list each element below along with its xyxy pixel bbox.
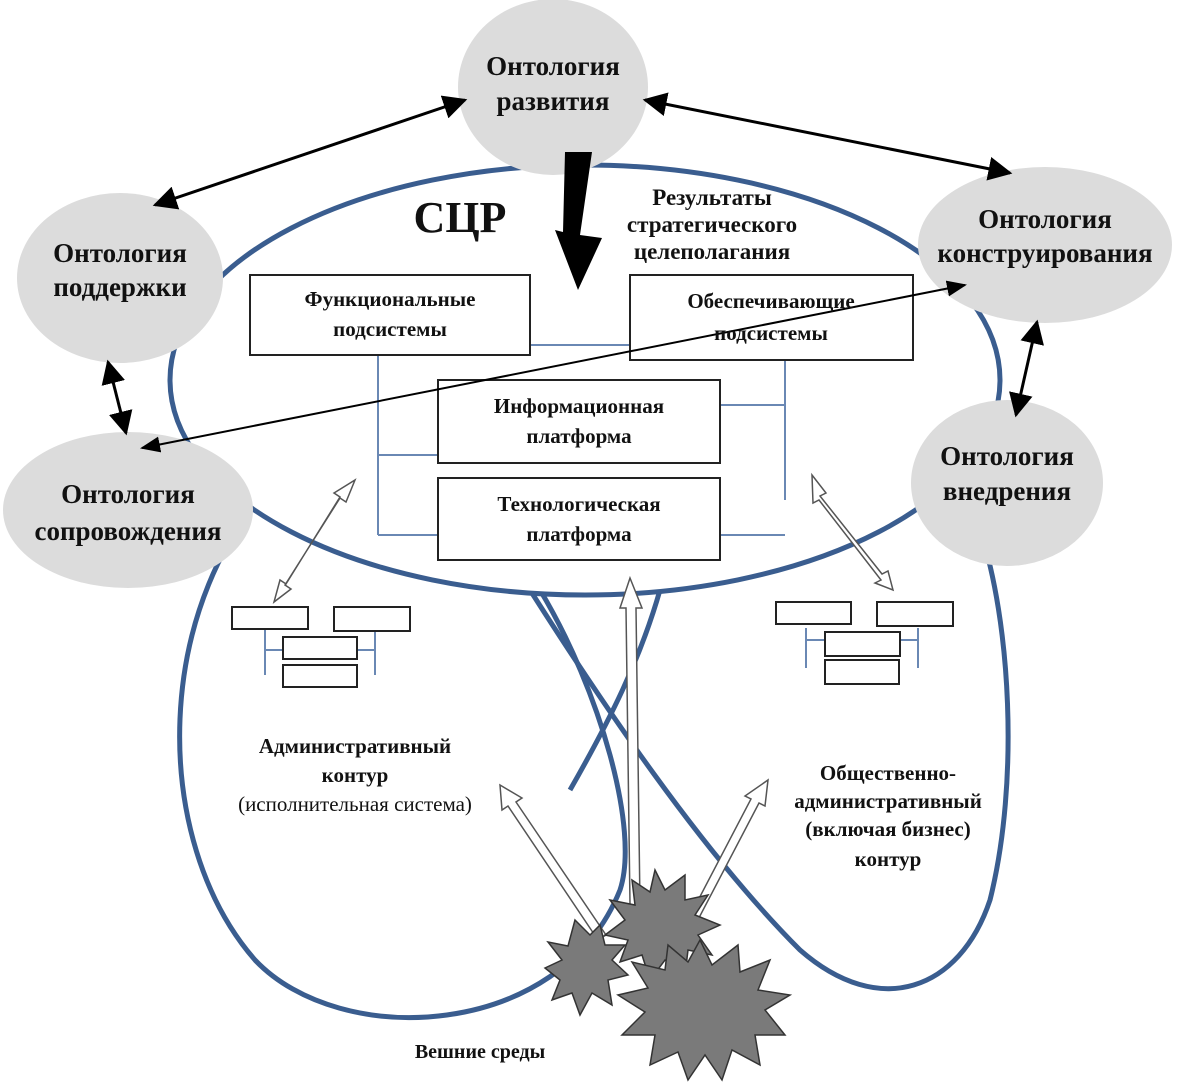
public-contour-lobe (527, 529, 1011, 992)
burst-top (603, 867, 722, 982)
admin-contour-line3: (исполнительная система) (238, 792, 472, 816)
strategic-results-line3: целеполагания (634, 239, 790, 264)
public-mini-structure (775, 601, 954, 685)
public-contour-line4: контур (855, 847, 922, 871)
arrow-maintenance-construction (140, 280, 967, 453)
node-development (458, 0, 648, 175)
node-construction-line1: Онтология (978, 204, 1112, 234)
public-contour-line2: административный (794, 789, 982, 813)
node-development-line1: Онтология (486, 51, 620, 81)
node-construction (918, 167, 1172, 323)
administrative-contour-lobe (177, 468, 628, 1020)
functional-box-line1: Функциональные (305, 287, 476, 311)
info-platform-box (437, 379, 721, 464)
node-maintenance (3, 432, 253, 588)
node-support-line1: Онтология (53, 238, 187, 268)
node-support-line2: поддержки (53, 272, 186, 302)
white-arrow-right (811, 472, 895, 592)
node-maintenance-line1: Онтология (61, 479, 195, 509)
supporting-subsystems-box (629, 274, 914, 361)
scr-title: СЦР (414, 193, 507, 242)
strategic-results-line2: стратегического (627, 212, 797, 237)
public-contour-line3: (включая бизнес) (805, 817, 970, 841)
info-platform-line2: платформа (526, 424, 632, 448)
burst-small (543, 918, 630, 1017)
tech-platform-line1: Технологическая (497, 492, 660, 516)
contour-crossing-line (567, 589, 663, 792)
strategic-arrow (555, 152, 602, 290)
arrow-construction-implementation (1009, 319, 1044, 418)
supporting-box-line2: подсистемы (714, 321, 828, 345)
admin-contour-line2: контур (322, 763, 389, 787)
arrow-development-construction (642, 92, 1013, 181)
functional-box-line2: подсистемы (333, 317, 447, 341)
admin-contour-line1: Административный (259, 734, 451, 758)
burst-large (616, 938, 793, 1082)
node-implementation-line2: внедрения (943, 476, 1071, 506)
white-arrow-left (272, 478, 357, 604)
arrow-support-maintenance (101, 359, 133, 436)
node-development-line2: развития (497, 86, 610, 116)
arrow-development-support (152, 95, 468, 210)
white-arrow-env-admin (499, 783, 608, 942)
info-platform-line1: Информационная (494, 394, 664, 418)
admin-mini-structure (231, 606, 411, 688)
public-contour-line1: Общественно- (820, 761, 956, 785)
node-implementation-line1: Онтология (940, 441, 1074, 471)
node-construction-line2: конструирования (937, 238, 1152, 268)
node-maintenance-line2: сопровождения (34, 516, 221, 546)
environment-label: Вешние среды (415, 1041, 546, 1063)
tech-platform-line2: платформа (526, 522, 632, 546)
supporting-box-line1: Обеспечивающие (687, 289, 854, 313)
strategic-results-line1: Результаты (652, 185, 772, 210)
tech-platform-box (437, 477, 721, 561)
